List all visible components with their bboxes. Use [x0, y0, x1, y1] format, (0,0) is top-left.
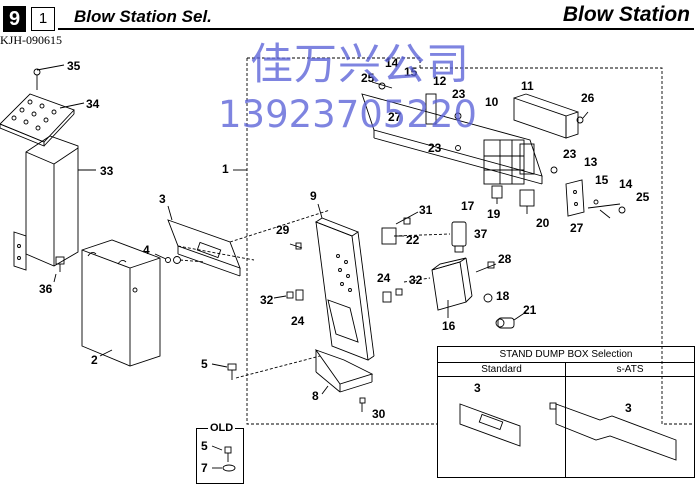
callout-4: 4	[143, 243, 150, 257]
callout-32-a: 32	[409, 273, 423, 287]
assembly-frame	[247, 57, 421, 68]
part-3-bracket	[167, 205, 331, 277]
callout-9: 9	[310, 189, 317, 203]
old-callout-7: 7	[201, 461, 208, 475]
callout-26: 26	[581, 91, 595, 105]
section-title: Blow Station Sel.	[74, 7, 212, 26]
watermark-company: 佳万兴公司	[250, 40, 470, 90]
part-29-bolt	[289, 242, 303, 250]
part-18-21	[483, 293, 527, 329]
callout-3: 3	[159, 192, 166, 206]
callout-24-b: 24	[291, 314, 305, 328]
part-5-bolt	[211, 355, 321, 380]
callout-16: 16	[442, 319, 456, 333]
callout-34: 34	[86, 97, 100, 111]
callout-14: 14	[385, 56, 399, 70]
callout-37: 37	[474, 227, 488, 241]
callout-23-b: 23	[428, 141, 442, 155]
callout-23-a: 23	[452, 87, 466, 101]
part-4-screw	[154, 253, 206, 264]
part-19-20	[491, 185, 535, 214]
callout-29: 29	[276, 223, 290, 237]
callout-33: 33	[100, 164, 114, 178]
dump-col-sats: s-ATS	[566, 363, 694, 377]
part-11-bracket	[513, 93, 579, 139]
part-9-plate	[315, 203, 375, 361]
part-8-base	[314, 349, 374, 395]
callout-30: 30	[372, 407, 386, 421]
callout-14-b: 14	[619, 177, 633, 191]
dump-box-title: STAND DUMP BOX Selection	[438, 347, 694, 363]
part-30-screw	[359, 397, 366, 412]
dump-col-standard: Standard	[438, 363, 566, 377]
callout-19: 19	[487, 207, 501, 221]
old-parts-sketch	[211, 445, 236, 472]
callout-20: 20	[536, 216, 550, 230]
callout-31: 31	[419, 203, 433, 217]
dump-standard-sketch	[459, 403, 521, 447]
part-33-cover	[13, 135, 96, 271]
dump-standard-callout: 3	[474, 381, 481, 395]
callout-8: 8	[312, 389, 319, 403]
callout-21: 21	[523, 303, 537, 317]
callout-22: 22	[406, 233, 420, 247]
callout-18: 18	[496, 289, 510, 303]
part-36-screw	[53, 256, 65, 283]
callout-23-c: 23	[563, 147, 577, 161]
callout-24-a: 24	[377, 271, 391, 285]
dump-sats-callout: 3	[625, 401, 632, 415]
dump-sats-sketch	[549, 402, 677, 461]
page-title: Blow Station	[562, 3, 690, 26]
dump-box-selection: STAND DUMP BOX Selection Standard s-ATS	[437, 346, 695, 478]
callout-27-b: 27	[570, 221, 584, 235]
header-rule	[58, 28, 694, 30]
part-28-fitting	[475, 261, 497, 273]
part-26-bolt	[576, 111, 589, 124]
callout-25-a: 25	[361, 71, 375, 85]
callout-12: 12	[433, 74, 447, 88]
callout-28: 28	[498, 252, 512, 266]
part-34-plate	[0, 93, 85, 147]
part-2-box	[81, 239, 161, 367]
callout-15-b: 15	[595, 173, 609, 187]
callout-25-b: 25	[636, 190, 650, 204]
callout-35: 35	[67, 59, 81, 73]
part-23-nuts	[454, 112, 558, 174]
part-17-37	[393, 221, 467, 253]
page-number: 9	[3, 6, 26, 32]
sub-number: 1	[31, 7, 55, 31]
callout-36: 36	[39, 282, 53, 296]
callout-11: 11	[521, 79, 534, 93]
callout-2: 2	[91, 353, 98, 367]
dump-divider	[565, 377, 566, 477]
part-10-manifold	[361, 93, 543, 185]
old-parts-box	[196, 428, 244, 484]
part-24-32-right	[382, 288, 403, 303]
part-13-bracket	[565, 179, 585, 217]
callout-5: 5	[201, 357, 208, 371]
callout-27-a: 27	[388, 110, 402, 124]
old-label: OLD	[208, 422, 236, 434]
callout-10: 10	[485, 95, 499, 109]
callout-15: 15	[404, 65, 418, 79]
part-12-bracket	[371, 81, 437, 125]
callout-1: 1	[222, 162, 229, 176]
document-code: KJH-090615	[0, 33, 62, 47]
old-callout-5: 5	[201, 439, 208, 453]
callout-13: 13	[584, 155, 598, 169]
part-14-15-right	[587, 199, 626, 219]
part-35-bolt	[33, 64, 65, 90]
part-16-valve	[403, 257, 473, 318]
callout-32-b: 32	[260, 293, 274, 307]
part-32-24-left	[273, 289, 304, 301]
callout-labels: 1 2 3 4 5 8 9 10 11 12 13 14 15 16 17 18…	[39, 56, 650, 475]
callout-17: 17	[461, 199, 475, 213]
watermark-phone: 13923705220	[218, 93, 477, 136]
